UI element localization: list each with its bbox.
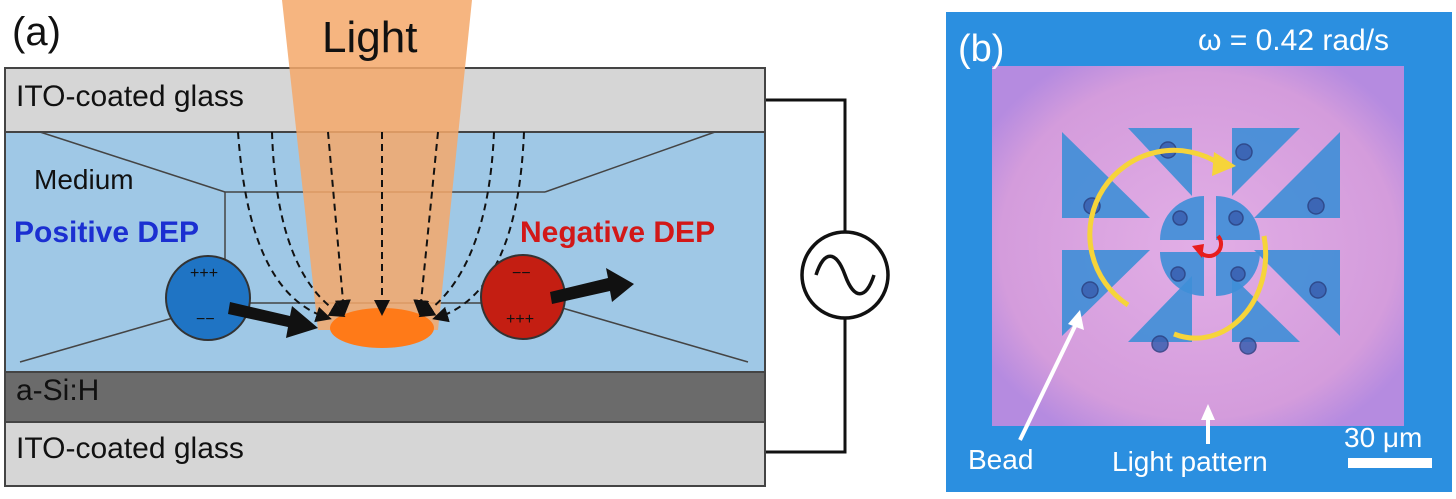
neg-bead-charge-top: −− xyxy=(512,265,531,282)
panel-b-label: (b) xyxy=(958,28,1005,70)
light-beam xyxy=(282,0,472,330)
pos-bead-charge-bottom: −− xyxy=(196,311,215,328)
pos-bead-charge-top: +++ xyxy=(190,265,218,282)
asih-label: a-Si:H xyxy=(16,374,100,407)
pattern-pointer-head xyxy=(1201,404,1215,420)
scale-bar-label: 30 μm xyxy=(1344,422,1423,453)
circuit-wire xyxy=(765,98,847,454)
neg-force-arrow xyxy=(550,268,634,304)
sine-wave-icon xyxy=(814,254,876,296)
positive-dep-bead xyxy=(165,255,251,341)
ito-top-label: ITO-coated glass xyxy=(16,80,244,113)
outer-rotation-arrowhead xyxy=(1212,152,1236,176)
pos-force-arrow xyxy=(228,302,318,338)
asih-layer xyxy=(4,371,766,423)
neg-bead-charge-bottom: +++ xyxy=(506,311,534,328)
outer-rotation-arrow-lower xyxy=(1173,235,1269,341)
panel-a-label: (a) xyxy=(12,10,61,54)
light-label: Light xyxy=(322,13,418,62)
outer-rotation-arrow xyxy=(1087,147,1222,308)
negative-dep-label: Negative DEP xyxy=(520,216,716,249)
inner-rotation-arrowhead xyxy=(1192,244,1204,258)
positive-dep-label: Positive DEP xyxy=(14,216,200,249)
pattern-outer-triangles xyxy=(1062,128,1340,342)
light-pattern-label: Light pattern xyxy=(1112,446,1268,477)
ito-bottom-label: ITO-coated glass xyxy=(16,432,244,465)
bead-pointer-head xyxy=(1068,310,1084,330)
light-spot xyxy=(330,308,434,348)
ito-bottom-layer xyxy=(4,421,766,487)
field-lines xyxy=(237,131,525,323)
medium-label: Medium xyxy=(34,164,134,195)
inner-rotation-arrow xyxy=(1198,234,1224,259)
micro-beads xyxy=(1081,141,1327,355)
bead-pointer-line xyxy=(1018,319,1080,441)
bead-label: Bead xyxy=(968,444,1034,475)
omega-label: ω = 0.42 rad/s xyxy=(1198,24,1390,57)
scale-bar xyxy=(1348,458,1432,468)
